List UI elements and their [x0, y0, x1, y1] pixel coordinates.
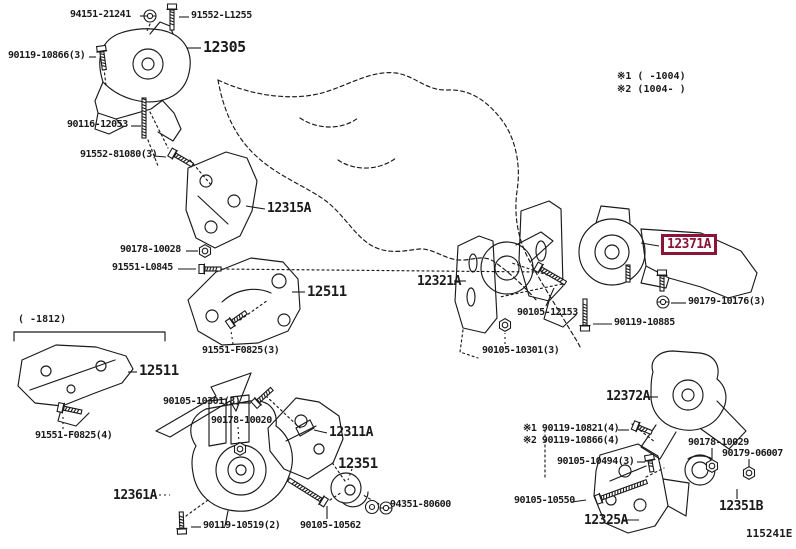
- part-label-90105-12153[interactable]: 90105-12153: [517, 307, 578, 318]
- leader-line-12351: [347, 468, 353, 481]
- direction-arrow: [155, 372, 252, 438]
- bolt-icon: [579, 298, 591, 332]
- part-label-90178-10029[interactable]: 90178-10029: [688, 437, 749, 448]
- leader-line-91551-F0825-3: [230, 330, 234, 345]
- part-label-90105-10562[interactable]: 90105-10562: [300, 520, 361, 531]
- nut-icon: [233, 441, 247, 457]
- bolt-icon: [643, 453, 656, 473]
- leader-line-90105-10550: [571, 499, 587, 503]
- bolt-icon: [286, 477, 330, 508]
- part-label-90116-12053[interactable]: 90116-12053: [67, 119, 128, 130]
- bracket-12311A: [267, 397, 344, 480]
- part-label-12361A[interactable]: 12361A: [113, 488, 157, 503]
- nut-icon: [198, 243, 212, 259]
- bracket-12511-lower: [13, 331, 166, 427]
- part-label-94151-21241[interactable]: 94151-21241: [70, 9, 131, 20]
- part-label-12371A[interactable]: 12371A: [661, 234, 717, 255]
- part-label-90119-10866-3[interactable]: 90119-10866(3): [8, 50, 86, 61]
- washer-icon: [364, 499, 380, 515]
- bolt-icon: [630, 420, 654, 436]
- part-label-12511-upper[interactable]: 12511: [307, 284, 347, 300]
- part-label-90119-10519-2[interactable]: 90119-10519(2): [203, 520, 281, 531]
- leader-line-90178-10020: [237, 426, 240, 444]
- bolt-icon: [532, 261, 568, 286]
- part-label-90178-10020[interactable]: 90178-10020: [211, 415, 272, 426]
- bolt-icon: [166, 147, 195, 168]
- part-label-12305[interactable]: 12305: [203, 38, 246, 56]
- leader-line-12311A: [313, 429, 328, 434]
- bracket-12511-upper: [187, 257, 301, 346]
- mount-insulator-12371A: [518, 200, 758, 328]
- bolt-icon: [198, 263, 222, 275]
- nut-icon: [498, 317, 512, 333]
- flange-nut-icon: [656, 295, 670, 309]
- part-label-90119-10821-4[interactable]: ※1 90119-10821(4): [523, 423, 620, 434]
- bolt-icon: [95, 44, 108, 71]
- part-label-91552-81080-3[interactable]: 91552-81080(3): [80, 149, 158, 160]
- mount-insulator-12372A: [640, 350, 747, 460]
- leader-line-91552-81080-3: [153, 155, 167, 158]
- applicability-note-2: ※2 (1004- ): [617, 84, 686, 95]
- part-label-90119-10866-4[interactable]: ※2 90119-10866(4): [523, 435, 620, 446]
- bolt-icon: [56, 401, 83, 415]
- part-label-12315A[interactable]: 12315A: [267, 201, 311, 216]
- stud-icon: [625, 264, 631, 283]
- part-label-12351[interactable]: 12351: [338, 456, 378, 472]
- part-label-90179-06007[interactable]: 90179-06007: [722, 448, 783, 459]
- bolt-icon: [166, 3, 178, 31]
- flange-nut-icon: [143, 9, 157, 23]
- part-label-91551-F0825-4[interactable]: 91551-F0825(4): [35, 430, 113, 441]
- leader-line-90105-12153: [545, 287, 555, 307]
- bolt-icon: [224, 309, 248, 330]
- nut-icon: [705, 458, 719, 474]
- part-label-91552-L1255[interactable]: 91552-L1255: [191, 10, 252, 21]
- nut-icon: [742, 465, 756, 481]
- leader-line-12371A: [640, 242, 660, 247]
- flange-nut-icon: [379, 501, 393, 515]
- part-label-12372A[interactable]: 12372A: [606, 389, 650, 404]
- part-label-90119-10885[interactable]: 90119-10885: [614, 317, 675, 328]
- part-label-12325A[interactable]: 12325A: [584, 513, 628, 528]
- applicability-note-1: ※1 ( -1004): [617, 71, 686, 82]
- part-label-90105-10494-3[interactable]: 90105-10494(3): [557, 456, 635, 467]
- part-label-12321A[interactable]: 12321A: [417, 274, 461, 289]
- part-label-90105-10301-3a[interactable]: 90105-10301(3): [163, 396, 241, 407]
- diagram-code: 115241E: [746, 527, 793, 540]
- stopper-12351: [330, 472, 369, 508]
- part-label-90179-10176-3[interactable]: 90179-10176(3): [688, 296, 766, 307]
- part-label-12351B[interactable]: 12351B: [719, 499, 763, 514]
- part-label-91551-L0845[interactable]: 91551-L0845: [112, 262, 173, 273]
- bracket-12321A: [454, 231, 554, 334]
- part-label-90178-10028[interactable]: 90178-10028: [120, 244, 181, 255]
- part-label-94351-80600[interactable]: 94351-80600: [390, 499, 451, 510]
- bracket-12325A: [593, 443, 690, 534]
- part-label-90105-10550[interactable]: 90105-10550: [514, 495, 575, 506]
- leader-line-12315A: [245, 205, 266, 210]
- part-label-12311A[interactable]: 12311A: [329, 425, 373, 440]
- bolt-icon: [250, 386, 274, 410]
- part-label-91551-F0825-3[interactable]: 91551-F0825(3): [202, 345, 280, 356]
- part-label-12511-lower[interactable]: 12511: [139, 363, 179, 379]
- bolt-icon: [656, 269, 668, 292]
- stud-icon: [141, 97, 147, 139]
- bolt-icon: [593, 478, 649, 505]
- bolt-icon: [176, 511, 188, 535]
- part-label-90105-10301-3b[interactable]: 90105-10301(3): [482, 345, 560, 356]
- left-range-note: ( -1812): [18, 314, 67, 325]
- bracket-12315A: [185, 151, 258, 249]
